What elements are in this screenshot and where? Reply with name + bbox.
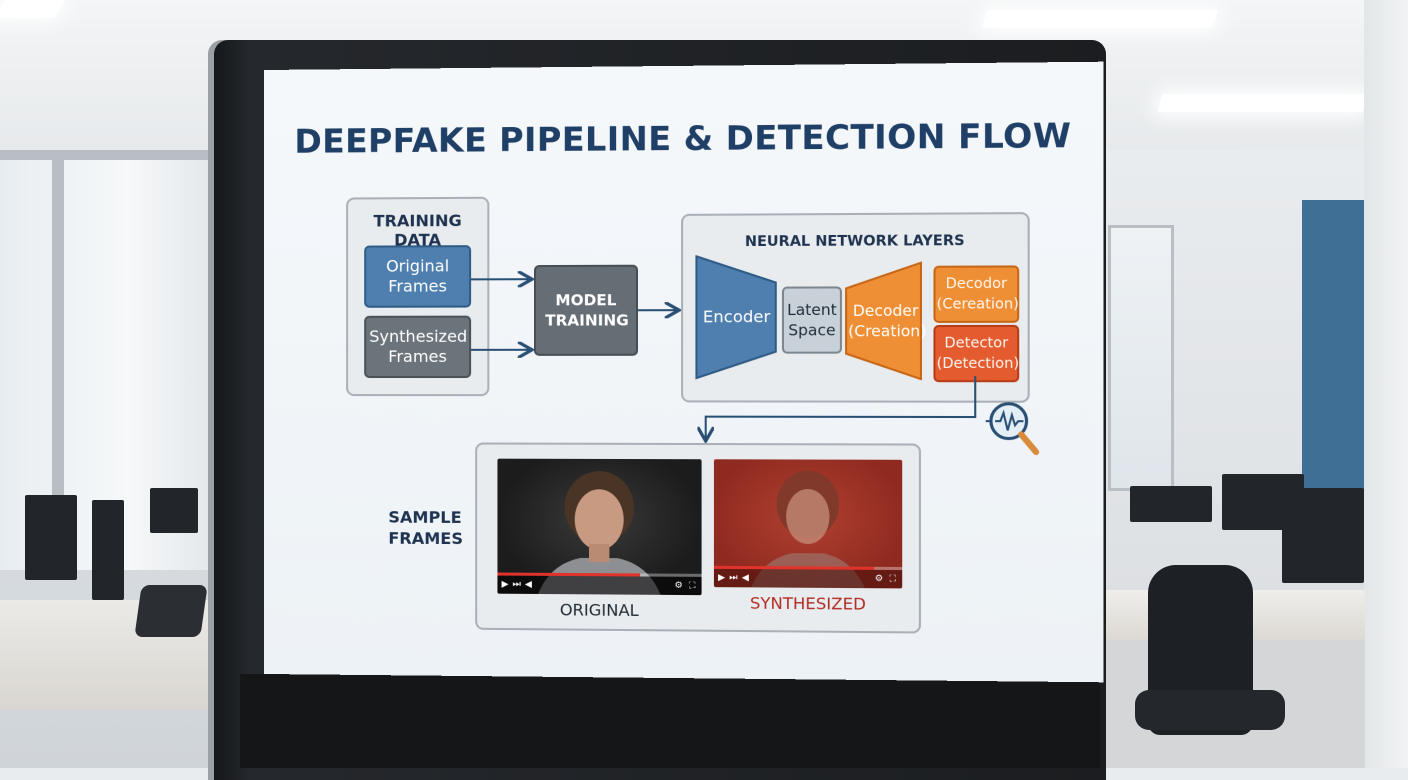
synthesized-video[interactable]: ▶ ⏭ ◀ ⚙ ⛶	[714, 459, 902, 588]
ceiling-light	[982, 10, 1219, 28]
magnifier-waveform-icon	[986, 399, 1045, 463]
ceiling-light	[1158, 94, 1368, 112]
background-monitor	[92, 500, 124, 600]
window-right	[1108, 225, 1174, 491]
sample-frames-label: SAMPLE FRAMES	[388, 507, 459, 550]
fullscreen-icon[interactable]: ⛶	[689, 581, 695, 591]
pillar	[1364, 0, 1408, 768]
settings-icon[interactable]: ⚙	[875, 574, 883, 584]
skip-icon[interactable]: ⏭	[513, 580, 521, 590]
volume-icon[interactable]: ◀	[525, 580, 532, 590]
skip-icon[interactable]: ⏭	[729, 573, 737, 583]
arrow-detector-to-samples	[706, 376, 976, 439]
settings-icon[interactable]: ⚙	[674, 581, 682, 591]
office-chair-seat	[1135, 690, 1285, 730]
blue-accent-wall	[1302, 200, 1364, 530]
display-lower-panel	[240, 674, 1100, 768]
background-monitor	[1282, 488, 1364, 583]
volume-icon[interactable]: ◀	[742, 573, 749, 583]
background-monitor	[25, 495, 77, 580]
synthesized-video-controls: ▶ ⏭ ◀ ⚙ ⛶	[714, 569, 902, 589]
original-video-controls: ▶ ⏭ ◀ ⚙ ⛶	[497, 576, 701, 596]
original-video[interactable]: ▶ ⏭ ◀ ⚙ ⛶	[497, 459, 701, 595]
window-mullion	[0, 150, 215, 160]
original-caption: ORIGINAL	[497, 600, 701, 621]
ceiling-light	[0, 0, 65, 18]
play-icon[interactable]: ▶	[718, 573, 725, 583]
play-icon[interactable]: ▶	[502, 580, 509, 590]
display-screen: DEEPFAKE PIPELINE & DETECTION FLOW TRAIN…	[264, 62, 1103, 683]
synthesized-caption: SYNTHESIZED	[714, 593, 902, 614]
background-monitor	[150, 488, 198, 533]
background-monitor	[1130, 486, 1212, 522]
sample-frames-panel: ▶ ⏭ ◀ ⚙ ⛶ ORIGINAL ▶ ⏭ ◀	[475, 442, 921, 633]
fullscreen-icon[interactable]: ⛶	[889, 574, 896, 584]
desk-phone	[134, 585, 207, 637]
